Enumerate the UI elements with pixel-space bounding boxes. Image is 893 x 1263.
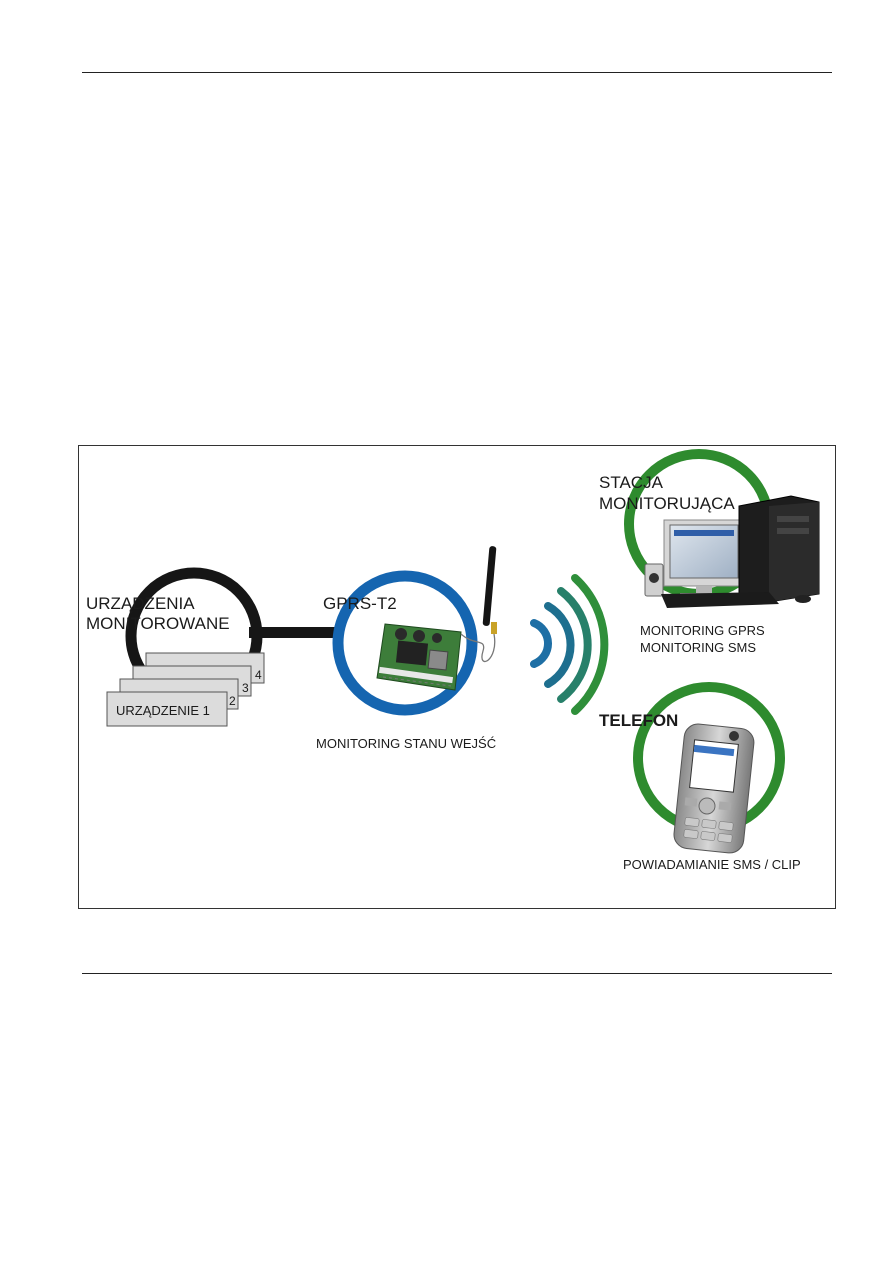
device-card-1: [106, 691, 228, 727]
station-title-line2: MONITORUJĄCA: [599, 494, 735, 513]
system-diagram: 4 3 2 URZĄDZENIE 1 URZĄDZENIA MONITOROWA…: [86, 449, 820, 872]
station-title-line1: STACJA: [599, 473, 664, 492]
phone-group: TELEFON POWIADAMIANIE SMS / CLIP: [599, 682, 801, 872]
module-name: GPRS-T2: [323, 594, 397, 613]
device-card-2-number: 2: [229, 694, 236, 708]
antenna-icon: [460, 546, 497, 663]
gprs-module-board: [376, 623, 462, 691]
footer-rule: [82, 973, 832, 974]
module-group: GPRS-T2 MONITORING STANU WEJŚĆ: [316, 546, 497, 751]
computer-icon: [644, 495, 820, 608]
wireless-waves-icon: [530, 574, 609, 715]
device-card-3-number: 3: [242, 681, 249, 695]
monitored-devices-group: 4 3 2 URZĄDZENIE 1 URZĄDZENIA MONITOROWA…: [86, 567, 265, 727]
connector-bar: [249, 627, 343, 638]
monitored-devices-title-line1: URZĄDZENIA: [86, 594, 195, 613]
monitored-devices-title-line2: MONITOROWANE: [86, 614, 230, 633]
module-ring: [332, 570, 478, 716]
diagram-frame: 4 3 2 URZĄDZENIE 1 URZĄDZENIA MONITOROWA…: [78, 445, 836, 909]
device-card-1-label: URZĄDZENIE 1: [116, 703, 210, 718]
mobile-phone-icon: [673, 723, 755, 854]
module-caption: MONITORING STANU WEJŚĆ: [316, 736, 496, 751]
device-card-4-number: 4: [255, 668, 262, 682]
station-group: STACJA MONITORUJĄCA MONITORING GPRS MONI…: [599, 449, 820, 655]
station-caption-line2: MONITORING SMS: [640, 640, 756, 655]
station-caption-line1: MONITORING GPRS: [640, 623, 765, 638]
phone-caption: POWIADAMIANIE SMS / CLIP: [623, 857, 801, 872]
phone-title: TELEFON: [599, 711, 678, 730]
header-rule: [82, 72, 832, 73]
